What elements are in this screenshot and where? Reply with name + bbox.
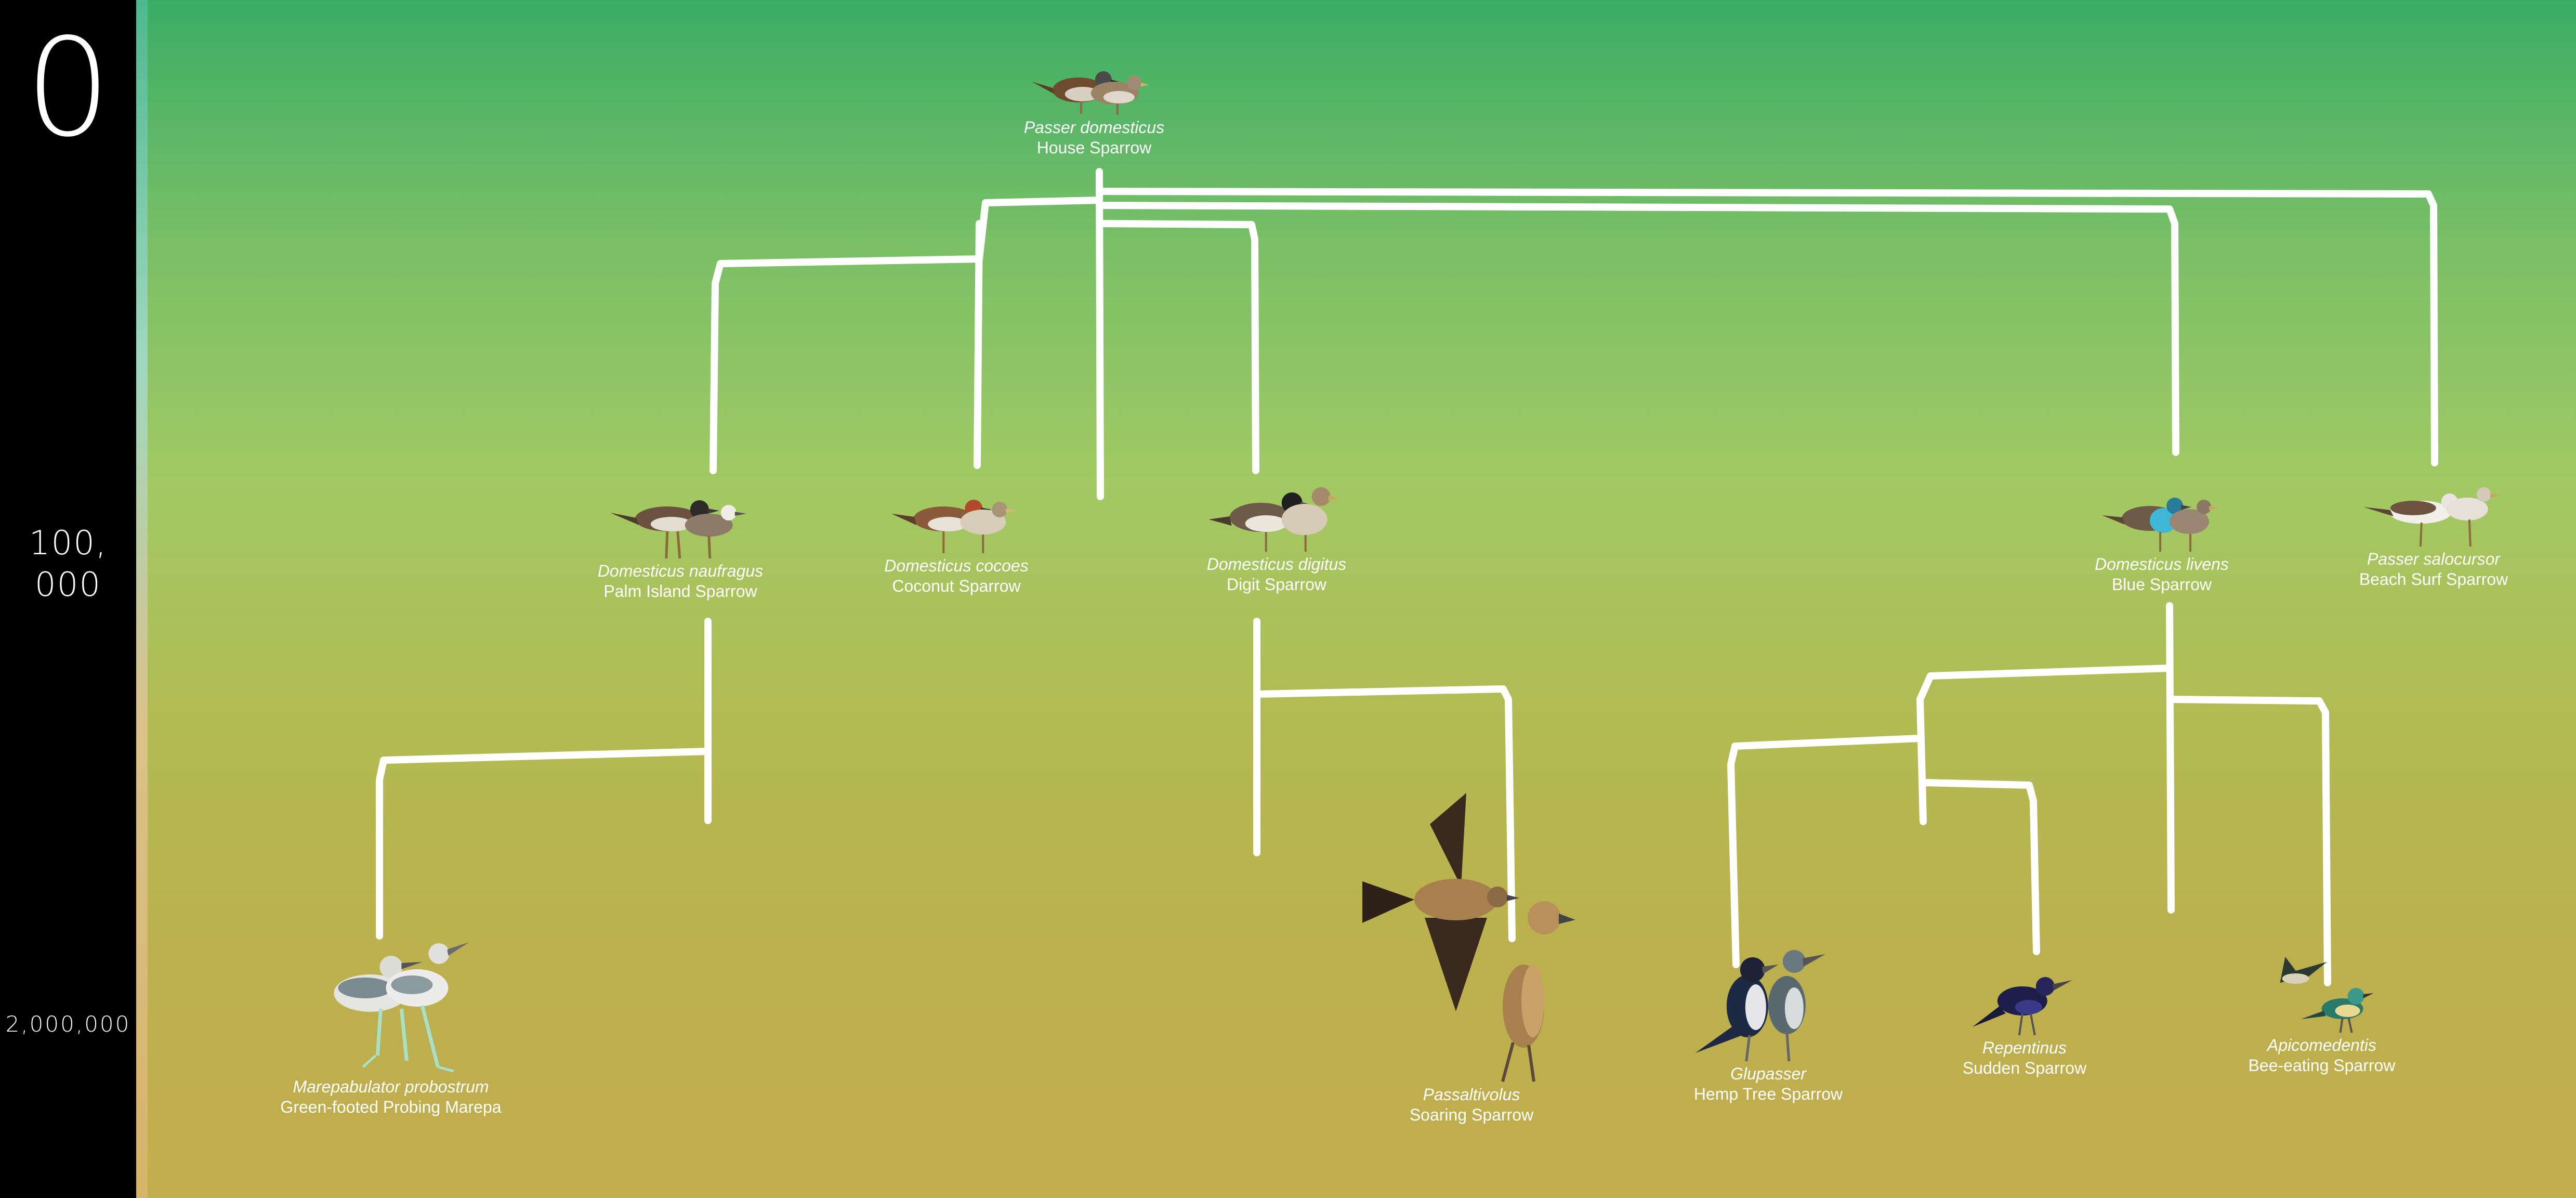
taxon-common-name: Coconut Sparrow xyxy=(892,577,1021,595)
taxon-scientific-name: Passer salocursor xyxy=(2367,550,2501,568)
taxon-scientific-name: Repentinus xyxy=(1982,1038,2067,1057)
taxon-scientific-name: Domesticus digitus xyxy=(1206,555,1347,574)
taxon-scientific-name: Marepabulator probostrum xyxy=(293,1077,489,1096)
taxon-bee-eating-sparrow: Apicomedentis Bee-eating Sparrow xyxy=(2248,946,2396,1075)
time-gradient-strip xyxy=(136,0,148,1198)
taxon-common-name: Palm Island Sparrow xyxy=(603,582,757,601)
taxon-common-name: Soaring Sparrow xyxy=(1409,1105,1534,1124)
taxon-beach-surf-sparrow: Passer salocursor Beach Surf Sparrow xyxy=(2359,465,2508,589)
taxon-common-name: House Sparrow xyxy=(1036,138,1152,157)
palm-island-sparrow-bird-icon xyxy=(610,500,746,559)
bee-eating-sparrow-bird-icon xyxy=(2280,957,2374,1033)
taxon-digit-sparrow: Domesticus digitus Digit Sparrow xyxy=(1206,465,1347,594)
time-tick-0: 0 xyxy=(25,10,111,167)
taxon-common-name: Digit Sparrow xyxy=(1226,575,1327,594)
branch-palm-marepa xyxy=(376,618,712,940)
branch-blue-left xyxy=(1727,665,2173,968)
taxon-common-name: Green-footed Probing Marepa xyxy=(280,1098,502,1116)
taxon-coconut-sparrow: Domesticus cocoes Coconut Sparrow xyxy=(884,477,1029,596)
time-tick-2000000: 2,000,000 xyxy=(5,1011,131,1037)
taxon-common-name: Blue Sparrow xyxy=(2111,575,2212,594)
blue-sparrow-bird-icon xyxy=(2101,498,2218,552)
sudden-sparrow-bird-icon xyxy=(1973,977,2072,1036)
branch-to-beeeating xyxy=(2167,696,2331,986)
branch-blue-stem xyxy=(2166,602,2175,914)
taxon-scientific-name: Domesticus cocoes xyxy=(884,556,1029,575)
marepa-bird-icon xyxy=(333,942,469,1073)
taxon-scientific-name: Passaltivolus xyxy=(1423,1085,1520,1104)
soaring-sparrow-bird-icon xyxy=(1362,793,1575,1082)
taxon-marepa: Marepabulator probostrum Green-footed Pr… xyxy=(280,931,502,1117)
taxon-scientific-name: Passer domesticus xyxy=(1023,118,1165,137)
taxon-palm-island-sparrow: Domesticus naufragus Palm Island Sparrow xyxy=(598,477,763,601)
taxon-hemp-tree-sparrow: Glupasser Hemp Tree Sparrow xyxy=(1694,944,1843,1104)
hemp-tree-sparrow-bird-icon xyxy=(1695,950,1825,1062)
beach-surf-sparrow-bird-icon xyxy=(2363,487,2501,547)
coconut-sparrow-bird-icon xyxy=(891,500,1016,553)
taxon-scientific-name: Domesticus livens xyxy=(2095,555,2229,574)
branch-root-left-group xyxy=(709,197,1103,474)
taxon-common-name: Sudden Sparrow xyxy=(1962,1059,2087,1077)
taxon-common-name: Hemp Tree Sparrow xyxy=(1693,1085,1843,1103)
taxon-house-sparrow: Passer domesticus House Sparrow xyxy=(1024,49,1164,158)
branch-root-blue xyxy=(1096,202,2179,456)
phylogeny-canvas: Passer domesticus House Sparrow Domestic… xyxy=(148,0,2576,1198)
taxon-scientific-name: Domesticus naufragus xyxy=(597,562,764,580)
taxon-sudden-sparrow: Repentinus Sudden Sparrow xyxy=(1963,959,2086,1078)
taxon-soaring-sparrow: Passaltivolus Soaring Sparrow xyxy=(1352,793,1591,1125)
taxon-common-name: Beach Surf Sparrow xyxy=(2359,570,2508,589)
branch-to-sudden xyxy=(1919,779,2040,955)
branch-root-digit xyxy=(1096,220,1259,474)
taxon-scientific-name: Glupasser xyxy=(1730,1064,1806,1083)
branch-to-coconut xyxy=(974,220,983,469)
time-tick-100000: 100, 000 xyxy=(29,524,108,604)
house-sparrow-bird-icon xyxy=(1031,71,1149,115)
branch-root-beach xyxy=(1096,188,2438,466)
branch-digit-soaring xyxy=(1253,618,1516,942)
taxon-blue-sparrow: Domesticus livens Blue Sparrow xyxy=(2095,476,2229,594)
taxon-scientific-name: Apicomedentis xyxy=(2267,1036,2376,1054)
phylogenetic-tree xyxy=(376,168,2438,986)
taxon-common-name: Bee-eating Sparrow xyxy=(2248,1056,2396,1075)
digit-sparrow-bird-icon xyxy=(1208,487,1340,552)
time-scale-bar: 0 100, 000 2,000,000 xyxy=(0,0,136,1198)
